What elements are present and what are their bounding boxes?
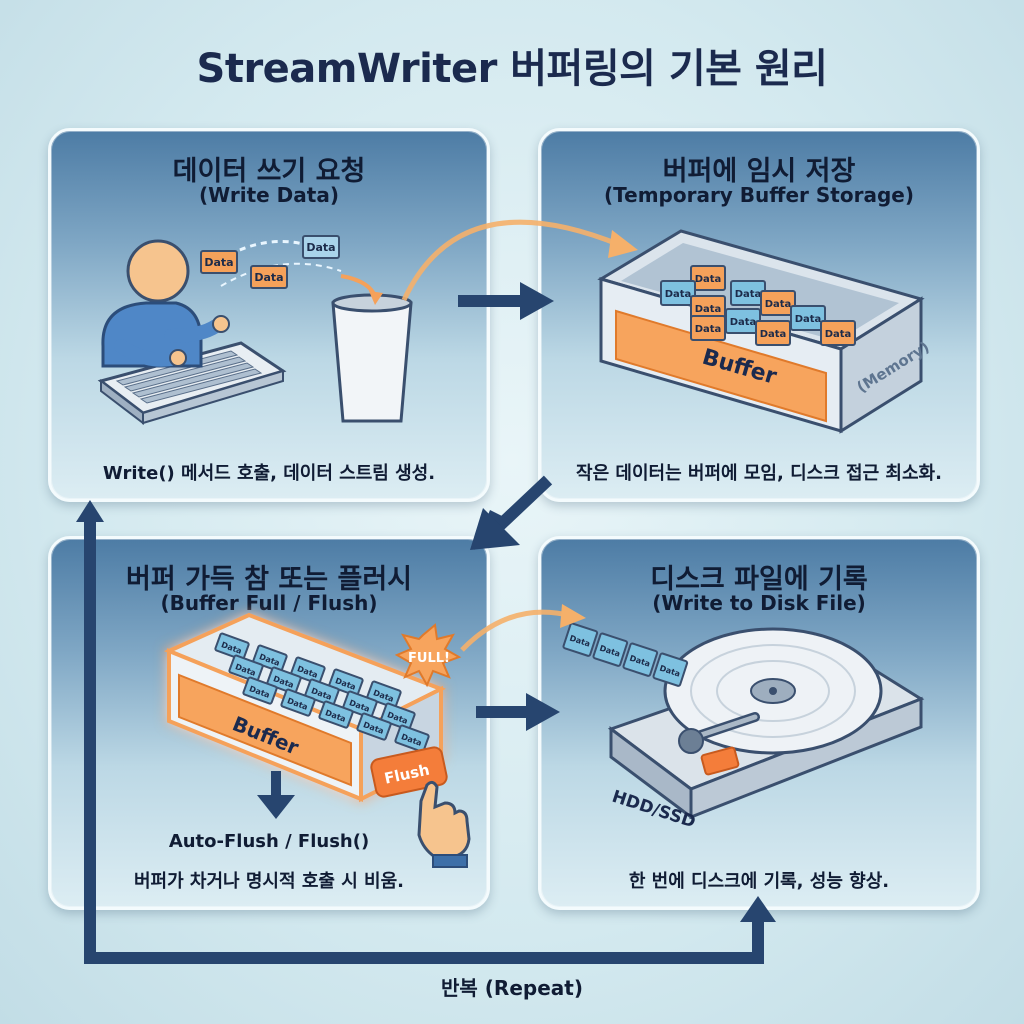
- data-chip: Data: [318, 700, 354, 729]
- data-chip: Data: [242, 676, 278, 705]
- data-chip-label: Data: [695, 304, 722, 315]
- curved-arrow-icon: [460, 604, 586, 652]
- data-chip: Data: [790, 305, 826, 331]
- full-badge-text: FULL!: [408, 651, 450, 666]
- data-chip: Data: [755, 320, 791, 346]
- data-chip: Data: [690, 315, 726, 341]
- data-chip: Data: [820, 320, 856, 346]
- data-chip: Data: [200, 250, 238, 274]
- data-chip-label: Data: [825, 329, 852, 340]
- panel-subtitle: (Temporary Buffer Storage): [604, 183, 914, 207]
- data-chip-label: Data: [204, 256, 233, 269]
- panel-description: 한 번에 디스크에 기록, 성능 향상.: [628, 871, 890, 892]
- data-chip: Data: [356, 712, 392, 741]
- data-chip: Data: [730, 280, 766, 306]
- curved-arrow-icon: [401, 219, 638, 302]
- data-chip-label: Data: [765, 299, 792, 310]
- panel-description: 버퍼가 차거나 명시적 호출 시 비움.: [133, 871, 404, 892]
- panel-description: 작은 데이터는 버퍼에 모임, 디스크 접근 최소화.: [576, 463, 942, 484]
- data-chip: Data: [690, 265, 726, 291]
- panel-flush: 버퍼 가득 참 또는 플러시 (Buffer Full / Flush) Buf…: [48, 536, 490, 910]
- data-chip: Data: [280, 688, 316, 717]
- right-arrow-icon: [458, 282, 554, 320]
- data-chip: Data: [592, 632, 629, 667]
- data-chip: Data: [760, 290, 796, 316]
- user-icon: [101, 239, 230, 368]
- repeat-label: 반복 (Repeat): [441, 976, 583, 1000]
- data-chip: Data: [394, 724, 430, 753]
- data-chip: Data: [228, 654, 264, 683]
- write-data-illustration: Data Data Data: [97, 235, 413, 426]
- diagonal-arrow-icon: [470, 475, 553, 550]
- panel-subtitle: (Write to Disk File): [652, 591, 866, 615]
- panel-buffer-storage: 버퍼에 임시 저장 (Temporary Buffer Storage) Buf…: [538, 128, 980, 502]
- stream-bin-icon: [331, 293, 413, 423]
- page-title: StreamWriter 버퍼링의 기본 원리: [196, 46, 828, 92]
- data-chip: Data: [562, 622, 599, 657]
- panel-subtitle: (Buffer Full / Flush): [160, 591, 378, 615]
- data-chip-label: Data: [760, 329, 787, 340]
- repeat-loop-arrow: [76, 500, 776, 964]
- data-chip: Data: [304, 678, 340, 707]
- data-chip-label: Data: [695, 324, 722, 335]
- data-chip: Data: [622, 642, 659, 677]
- panel-title: 버퍼에 임시 저장: [662, 156, 856, 187]
- pointer-hand-icon: [417, 780, 471, 868]
- full-badge: FULL!: [394, 623, 462, 688]
- data-chip-label: Data: [695, 274, 722, 285]
- data-chip-label: Data: [730, 317, 757, 328]
- data-chip-label: Data: [795, 314, 822, 325]
- panel-title: 버퍼 가득 참 또는 플러시: [126, 564, 412, 595]
- data-chip-label: Data: [665, 289, 692, 300]
- data-chip: Data: [660, 280, 696, 306]
- data-chip: Data: [652, 652, 689, 687]
- flush-illustration: Buffer DataDataDataDataDataDataDataDataD…: [163, 612, 471, 868]
- data-chip: Data: [214, 632, 250, 661]
- panel-subtitle: (Write Data): [199, 183, 339, 207]
- right-arrow-icon: [476, 693, 560, 731]
- keyboard-icon: [97, 341, 287, 426]
- data-chip: Data: [302, 235, 340, 259]
- data-chip-label: Data: [735, 289, 762, 300]
- data-chip: Data: [690, 295, 726, 321]
- data-chip: Data: [250, 265, 288, 289]
- data-chip-label: Data: [254, 271, 283, 284]
- panel-write-data: 데이터 쓰기 요청 (Write Data): [48, 128, 490, 502]
- panel-title: 데이터 쓰기 요청: [172, 156, 366, 187]
- down-arrow-icon: [257, 771, 295, 819]
- autoflush-label: Auto-Flush / Flush(): [168, 831, 370, 852]
- panel-description: Write() 메서드 호출, 데이터 스트림 생성.: [102, 463, 436, 484]
- panel-title: 디스크 파일에 기록: [650, 564, 868, 595]
- data-chip-label: Data: [306, 241, 335, 254]
- panel-disk-write: 디스크 파일에 기록 (Write to Disk File) HDD/SSD …: [538, 536, 980, 910]
